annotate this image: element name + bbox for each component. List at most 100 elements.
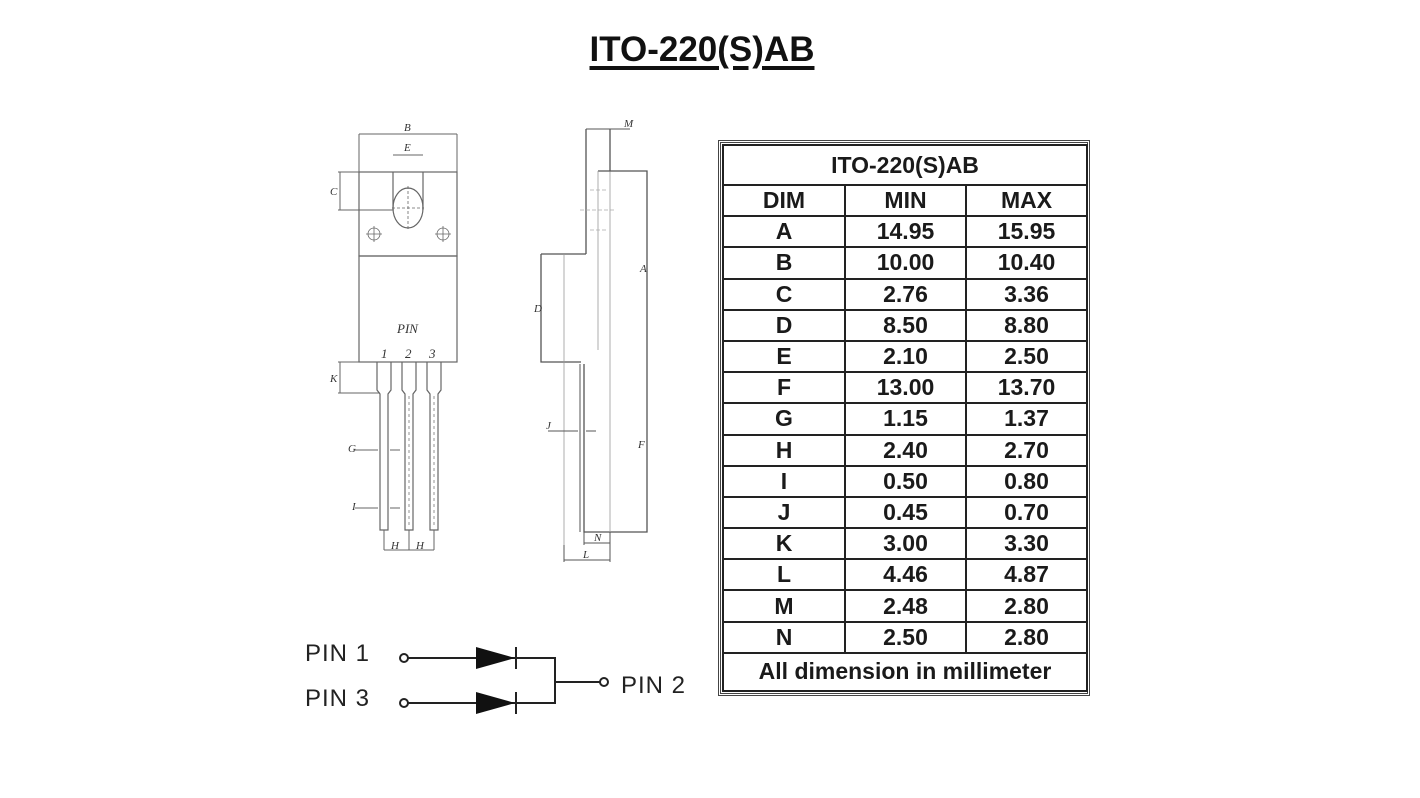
cell-min: 0.45 bbox=[844, 495, 967, 530]
cell-min: 3.00 bbox=[844, 527, 967, 561]
pin-number-2: 2 bbox=[405, 346, 412, 361]
dim-label-f: F bbox=[637, 439, 645, 451]
page-title-text: ITO-220(S)AB bbox=[589, 30, 815, 69]
cell-min: 2.50 bbox=[844, 620, 967, 654]
cell-dim: F bbox=[722, 371, 846, 405]
cell-max: 15.95 bbox=[964, 215, 1089, 249]
cell-max: 0.80 bbox=[964, 464, 1089, 498]
header-dim: DIM bbox=[722, 183, 846, 218]
cell-max: 10.40 bbox=[964, 246, 1089, 280]
crosshair-left bbox=[366, 226, 382, 242]
pin-number-3: 3 bbox=[428, 346, 436, 361]
pin-number-1: 1 bbox=[381, 346, 388, 361]
cell-min: 2.76 bbox=[844, 277, 967, 311]
dim-label-a: A bbox=[639, 263, 647, 275]
cell-max: 2.80 bbox=[964, 589, 1089, 623]
cell-dim: J bbox=[722, 495, 846, 530]
dim-label-b: B bbox=[404, 122, 411, 134]
dim-label-j: J bbox=[546, 420, 552, 432]
diode-1-icon bbox=[476, 647, 515, 669]
diode-2-icon bbox=[476, 692, 515, 714]
lead-1 bbox=[376, 362, 392, 531]
dim-label-i: I bbox=[351, 501, 357, 513]
cell-dim: N bbox=[722, 620, 846, 654]
cell-dim: A bbox=[722, 215, 846, 249]
header-min: MIN bbox=[844, 183, 967, 218]
cell-dim: B bbox=[722, 246, 846, 280]
cell-min: 8.50 bbox=[844, 308, 967, 342]
header-max: MAX bbox=[964, 183, 1089, 218]
cell-max: 0.70 bbox=[964, 495, 1089, 530]
cell-min: 0.50 bbox=[844, 464, 967, 498]
dim-label-g: G bbox=[348, 443, 356, 455]
dim-label-l: L bbox=[582, 549, 589, 561]
cell-min: 1.15 bbox=[844, 402, 967, 436]
lead-2 bbox=[401, 362, 417, 531]
cell-min: 13.00 bbox=[844, 371, 967, 405]
schematic-pin1-label: PIN 1 bbox=[305, 640, 370, 667]
cell-dim: D bbox=[722, 308, 846, 342]
schematic-pin2-label: PIN 2 bbox=[621, 672, 686, 699]
dim-label-h1: H bbox=[390, 540, 400, 552]
dim-label-n: N bbox=[593, 532, 602, 544]
side-tab bbox=[585, 129, 611, 254]
pin1-terminal-icon bbox=[399, 653, 409, 663]
cell-max: 8.80 bbox=[964, 308, 1089, 342]
pin-caption: PIN bbox=[396, 321, 419, 336]
pin2-terminal-icon bbox=[599, 677, 609, 687]
dim-label-c: C bbox=[330, 186, 338, 198]
side-body-outline bbox=[583, 170, 648, 533]
cell-dim: M bbox=[722, 589, 846, 623]
cell-max: 2.70 bbox=[964, 433, 1089, 467]
table-header-row: DIM MIN MAX bbox=[722, 183, 1089, 218]
pin3-terminal-icon bbox=[399, 698, 409, 708]
table-caption: ITO-220(S)AB bbox=[721, 144, 1089, 186]
cell-dim: I bbox=[722, 464, 846, 498]
cell-dim: K bbox=[722, 527, 846, 561]
side-view bbox=[540, 128, 648, 562]
crosshair-right bbox=[435, 226, 451, 242]
cell-min: 2.40 bbox=[844, 433, 967, 467]
cell-max: 2.80 bbox=[964, 620, 1089, 654]
cell-min: 2.10 bbox=[844, 339, 967, 374]
front-view-labels: B E C K G I H H PIN 1 2 3 bbox=[329, 122, 436, 552]
cell-dim: H bbox=[722, 433, 846, 467]
cell-dim: G bbox=[722, 402, 846, 436]
table-footer-note: All dimension in millimeter bbox=[721, 651, 1089, 692]
cell-min: 14.95 bbox=[844, 215, 967, 249]
cell-dim: E bbox=[722, 339, 846, 374]
side-view-labels: M A D J F N L bbox=[533, 118, 647, 561]
lead-3 bbox=[426, 362, 442, 531]
side-body-front bbox=[540, 253, 586, 363]
dim-label-e: E bbox=[403, 142, 411, 154]
cell-max: 3.30 bbox=[964, 527, 1089, 561]
front-view bbox=[338, 133, 458, 551]
cell-max: 2.50 bbox=[964, 339, 1089, 374]
cell-max: 3.36 bbox=[964, 277, 1089, 311]
schematic-pin3-label: PIN 3 bbox=[305, 685, 370, 712]
cell-max: 1.37 bbox=[964, 402, 1089, 436]
cell-min: 4.46 bbox=[844, 558, 967, 592]
cell-max: 4.87 bbox=[964, 558, 1089, 592]
dim-label-k: K bbox=[329, 373, 338, 385]
dim-label-h2: H bbox=[415, 540, 425, 552]
dim-label-d: D bbox=[533, 303, 542, 315]
page-title: ITO-220(S)AB bbox=[0, 30, 1404, 70]
cell-min: 2.48 bbox=[844, 589, 967, 623]
cell-max: 13.70 bbox=[964, 371, 1089, 405]
dim-label-m: M bbox=[623, 118, 634, 130]
